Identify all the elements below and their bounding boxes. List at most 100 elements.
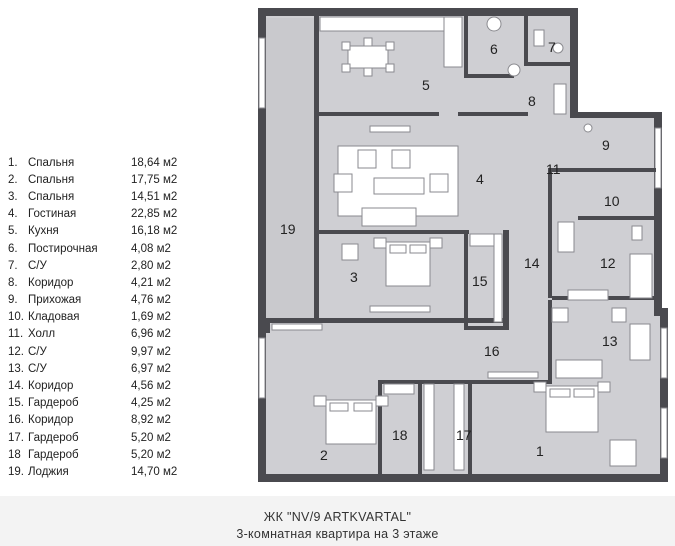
legend-room-area: 4,08 м2: [131, 242, 171, 255]
floor-plan: 1 2 3 4 5 6 7 8 9 10 11 12 13 14 15 16 1…: [258, 8, 668, 482]
legend-room-area: 4,25 м2: [131, 397, 171, 410]
legend-row: 8. Коридор 4,21 м2: [8, 274, 192, 291]
legend-room-name: Гостиная: [28, 208, 77, 221]
legend-room-name: Холл: [28, 328, 56, 341]
legend-number: 15.: [8, 397, 24, 410]
legend-room-name: Кладовая: [28, 311, 80, 324]
legend-row: 6. Постирочная 4,08 м2: [8, 240, 192, 257]
room-number-15: 15: [472, 273, 488, 289]
legend-room-name: Коридор: [28, 414, 74, 427]
legend-room-area: 17,75 м2: [131, 173, 178, 186]
legend-room-area: 14,51 м2: [131, 190, 178, 203]
legend-number: 1.: [8, 156, 18, 169]
living-furniture: [333, 125, 459, 227]
legend-room-area: 9,97 м2: [131, 345, 171, 358]
legend-number: 3.: [8, 190, 18, 203]
legend-number: 13.: [8, 362, 24, 375]
legend-row: 14. Коридор 4,56 м2: [8, 377, 192, 394]
legend-number: 12.: [8, 345, 24, 358]
windows: [258, 37, 668, 459]
legend-room-name: Прихожая: [28, 294, 82, 307]
legend-room-name: С/У: [28, 345, 47, 358]
wardrobe-shelving: [383, 83, 567, 471]
legend-number: 18: [8, 448, 21, 461]
legend-room-name: С/У: [28, 362, 47, 375]
legend-number: 5.: [8, 225, 18, 238]
legend-number: 8.: [8, 276, 18, 289]
legend-room-area: 8,92 м2: [131, 414, 171, 427]
room-number-7: 7: [548, 39, 556, 55]
legend-room-area: 22,85 м2: [131, 208, 178, 221]
room-number-8: 8: [528, 93, 536, 109]
legend-number: 9.: [8, 294, 18, 307]
legend-number: 14.: [8, 380, 24, 393]
room-legend: 1. Спальня 18,64 м2 2. Спальня 17,75 м2 3.Спал…: [8, 154, 192, 481]
bedroom-2-furniture: [271, 323, 389, 445]
legend-room-name: Кухня: [28, 225, 59, 238]
room-number-5: 5: [422, 77, 430, 93]
legend-number: 16.: [8, 414, 24, 427]
room-numbers: 1 2 3 4 5 6 7 8 9 10 11 12 13 14 15 16 1…: [280, 39, 620, 463]
legend-room-area: 1,69 м2: [131, 311, 171, 324]
footer: ЖК "NV/9 ARTKVARTAL" 3-комнатная квартир…: [0, 496, 675, 546]
outer-walls: [258, 8, 668, 482]
legend-row: 10. Кладовая 1,69 м2: [8, 309, 192, 326]
legend-row: 19. Лоджия 14,70 м2: [8, 463, 192, 480]
legend-room-area: 4,21 м2: [131, 276, 171, 289]
legend-room-area: 5,20 м2: [131, 431, 171, 444]
legend-room-area: 18,64 м2: [131, 156, 178, 169]
legend-row: 7. С/У 2,80 м2: [8, 257, 192, 274]
legend-room-area: 6,97 м2: [131, 362, 171, 375]
legend-room-name: Гардероб: [28, 397, 79, 410]
legend-number: 10.: [8, 311, 24, 324]
legend-room-area: 14,70 м2: [131, 465, 178, 478]
legend-row: 1. Спальня 18,64 м2: [8, 154, 192, 171]
room-number-19: 19: [280, 221, 296, 237]
legend-row: 16. Коридор 8,92 м2: [8, 412, 192, 429]
inner-walls: [266, 16, 662, 474]
room-number-16: 16: [484, 343, 500, 359]
room-number-1: 1: [536, 443, 544, 459]
legend-number: 2.: [8, 173, 18, 186]
legend-room-name: С/У: [28, 259, 47, 272]
legend-room-area: 2,80 м2: [131, 259, 171, 272]
legend-row: 2. Спальня 17,75 м2: [8, 171, 192, 188]
room-number-14: 14: [524, 255, 540, 271]
legend-room-name: Лоджия: [28, 465, 69, 478]
bathroom-fixtures: [486, 16, 653, 379]
legend-room-name: Постирочная: [28, 242, 98, 255]
legend-room-area: 4,76 м2: [131, 294, 171, 307]
legend-row: 15. Гардероб 4,25 м2: [8, 395, 192, 412]
legend-room-name: Коридор: [28, 276, 74, 289]
legend-room-area: 4,56 м2: [131, 380, 171, 393]
room-number-12: 12: [600, 255, 616, 271]
room-number-4: 4: [476, 171, 484, 187]
room-number-2: 2: [320, 447, 328, 463]
room-number-9: 9: [602, 137, 610, 153]
legend-room-name: Коридор: [28, 380, 74, 393]
room-number-10: 10: [604, 193, 620, 209]
room-number-18: 18: [392, 427, 408, 443]
room-number-17: 17: [456, 427, 472, 443]
legend-number: 19.: [8, 465, 24, 478]
complex-title: ЖК "NV/9 ARTKVARTAL": [263, 510, 412, 524]
kitchen-furniture: [319, 16, 463, 77]
legend-number: 11.: [8, 328, 24, 341]
bedroom-1-furniture: [487, 371, 637, 467]
legend-room-name: Гардероб: [28, 431, 79, 444]
legend-row: 12. С/У 9,97 м2: [8, 343, 192, 360]
legend-room-name: Спальня: [28, 173, 75, 186]
legend-room-area: 5,20 м2: [131, 448, 171, 461]
legend-room-name: Спальня: [28, 156, 75, 169]
room-number-6: 6: [490, 41, 498, 57]
room-number-3: 3: [350, 269, 358, 285]
legend-number: 6.: [8, 242, 18, 255]
legend-row: 9. Прихожая 4,76 м2: [8, 292, 192, 309]
apartment-description: 3-комнатная квартира на 3 этаже: [236, 527, 439, 541]
legend-number: 7.: [8, 259, 18, 272]
